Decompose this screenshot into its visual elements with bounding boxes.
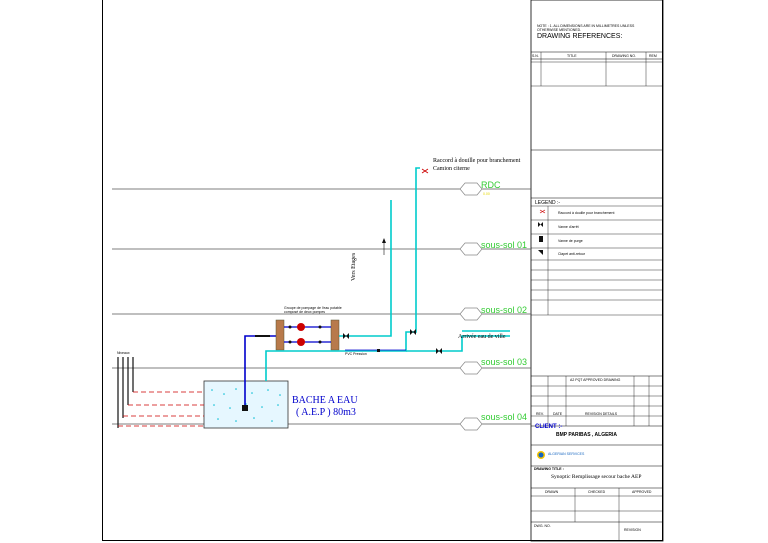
revision-row-label: A2 PQT APPROVED DRAWING (570, 378, 621, 382)
connection-label-2: Camion citerne (433, 166, 470, 172)
rev-header-details: REVISION DETAILS (585, 412, 618, 416)
rev-header-rev: REV. (536, 412, 544, 416)
pump-manifold-right (330, 319, 340, 351)
arrow-up-icon (382, 238, 386, 243)
ref-header-drawing-no: DRAWING NO. (612, 54, 636, 58)
legend-label-drain: Vanne de purge (558, 239, 583, 243)
niveaux-label: Niveaux (117, 351, 130, 355)
sign-drawn: DRAWN (545, 490, 559, 494)
revision-label: REVISION (624, 528, 641, 532)
legend-label-check: Clapet anti-retour (558, 252, 586, 256)
drawing-references-title: DRAWING REFERENCES: (537, 33, 623, 40)
discharge-pipes (265, 167, 510, 381)
drawing-title-label: DRAWING TITLE : (534, 467, 564, 471)
drain-valve-icon (539, 236, 543, 242)
note-line1: NOTE : 1. ALL DIMENSIONS ARE IN MILLIMET… (537, 24, 635, 28)
level-elev-rdc: 0.00 (483, 192, 490, 196)
rev-header-date: DATE (553, 412, 563, 416)
pump-1-icon (297, 323, 305, 331)
tank-label-1: BACHE A EAU (292, 395, 358, 406)
level-markers (459, 182, 483, 431)
coupling-icon (539, 209, 546, 214)
ref-header-rem: REM (649, 54, 657, 58)
pipe-label: PVC Pression (345, 352, 367, 356)
coupling-icon (421, 168, 429, 174)
level-label-ss02: sous-sol 02 (481, 305, 528, 315)
city-inlet-label: Arrivée eau de ville (458, 334, 506, 340)
pump-manifold-left (275, 319, 285, 351)
client-label: CLIENT :- (535, 424, 563, 430)
legend-label-coupling: Raccord à douille pour branchement (558, 211, 615, 215)
client-name: BMP PARIBAS , ALGERIA (556, 432, 618, 438)
level-sensor-dashes (118, 391, 204, 427)
valve-icon (538, 222, 543, 227)
pump-note: Groupe de pompage de l'eau potable compo… (284, 306, 342, 314)
check-valve-icon (377, 349, 380, 352)
tank-label-2: ( A.E.P ) 80m3 (296, 407, 356, 418)
notes-block: NOTE : 1. ALL DIMENSIONS ARE IN MILLIMET… (537, 24, 661, 32)
level-label-ss04: sous-sol 04 (481, 412, 528, 422)
legend-label-valve: Vanne d'arrêt (558, 225, 579, 229)
valve-icon (436, 348, 442, 354)
sign-checked: CHECKED (588, 490, 606, 494)
ref-header-sn: S.N. (532, 54, 539, 58)
title-block-border (530, 0, 664, 542)
dwg-no-label: DWG. NO. (534, 524, 551, 528)
valve-icon (343, 333, 349, 339)
sign-approved: APPROVED (632, 490, 652, 494)
ref-header-title: TITLE (567, 54, 577, 58)
to-floors-label: Vers Etages (351, 252, 357, 281)
level-label-rdc: RDC (481, 180, 501, 190)
client-logo-text: ALGERIAN SERVICES (548, 452, 585, 456)
level-label-ss03: sous-sol 03 (481, 357, 528, 367)
check-valve-icon (538, 250, 543, 255)
valve-icon (410, 329, 416, 335)
pump-2-icon (297, 338, 305, 346)
note-line2: OTHERWISE MENTIONED. (537, 28, 582, 32)
drawing-frame (102, 0, 663, 541)
drawing-title: Synoptic Remplissage secour bache AEP (551, 474, 642, 480)
level-label-ss01: sous-sol 01 (481, 240, 528, 250)
connection-label-1: Raccord à douille pour branchement (433, 158, 521, 164)
legend-title: LEGEND :- (535, 200, 561, 206)
level-sensor-rods (117, 357, 134, 428)
